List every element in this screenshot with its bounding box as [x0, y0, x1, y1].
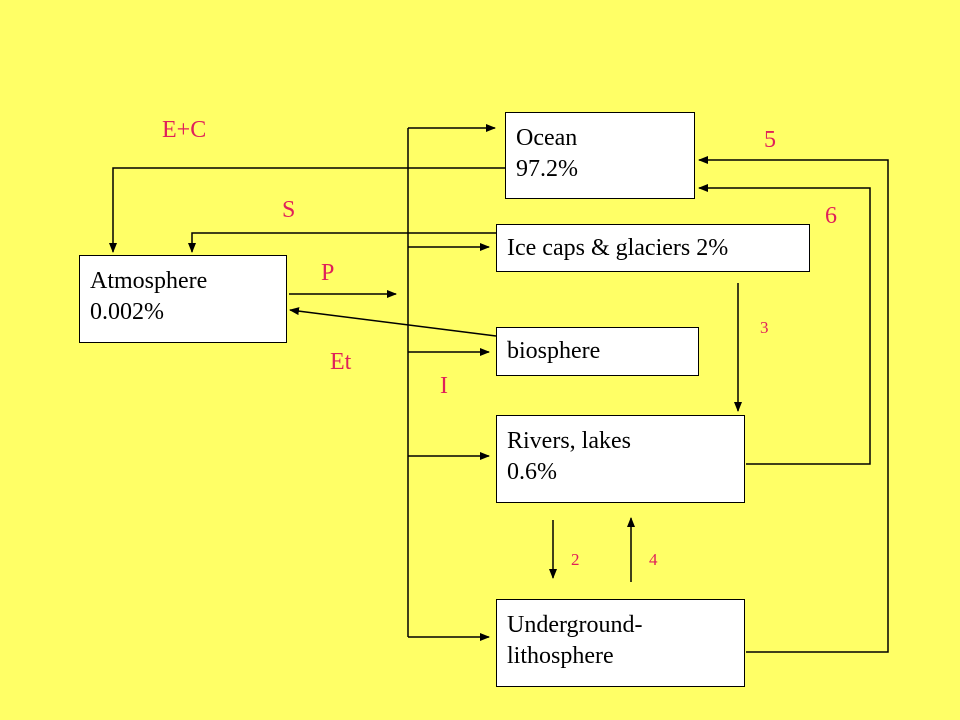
ocean-percent: 97.2%	[516, 156, 578, 182]
atmosphere-name: Atmosphere	[90, 268, 208, 294]
biosphere-label: biosphere	[507, 338, 601, 364]
ice-caps-box: Ice caps & glaciers 2%	[496, 224, 810, 272]
arrow-rivers-to-ocean	[698, 184, 871, 465]
label-flow-6: 6	[825, 203, 837, 229]
label-precipitation: P	[321, 260, 335, 286]
rivers-lakes-box: Rivers, lakes 0.6%	[496, 415, 745, 503]
arrow-underground-to-ocean	[698, 156, 889, 653]
underground-box: Underground- lithosphere	[496, 599, 745, 687]
label-evapotranspiration: Et	[330, 349, 352, 375]
arrow-ocean-to-atmosphere	[109, 167, 505, 253]
arrow-ice-to-atmosphere	[188, 232, 496, 253]
label-flow-3: 3	[760, 318, 769, 337]
ocean-box: Ocean 97.2%	[505, 112, 695, 199]
atmosphere-box: Atmosphere 0.002%	[79, 255, 287, 343]
ocean-name: Ocean	[516, 125, 578, 151]
underground-line1: Underground-	[507, 612, 643, 638]
rivers-lakes-percent: 0.6%	[507, 459, 557, 485]
biosphere-box: biosphere	[496, 327, 699, 376]
atmosphere-percent: 0.002%	[90, 299, 164, 325]
label-flow-5: 5	[764, 127, 776, 153]
label-flow-2: 2	[571, 550, 580, 569]
label-sublimation: S	[282, 197, 296, 223]
arrow-evapotranspiration	[289, 307, 497, 337]
label-evaporation-condensation: E+C	[162, 117, 207, 143]
underground-line2: lithosphere	[507, 643, 614, 669]
rivers-lakes-name: Rivers, lakes	[507, 428, 631, 454]
label-infiltration: I	[440, 373, 448, 399]
ice-caps-label: Ice caps & glaciers 2%	[507, 235, 729, 261]
label-flow-4: 4	[649, 550, 658, 569]
